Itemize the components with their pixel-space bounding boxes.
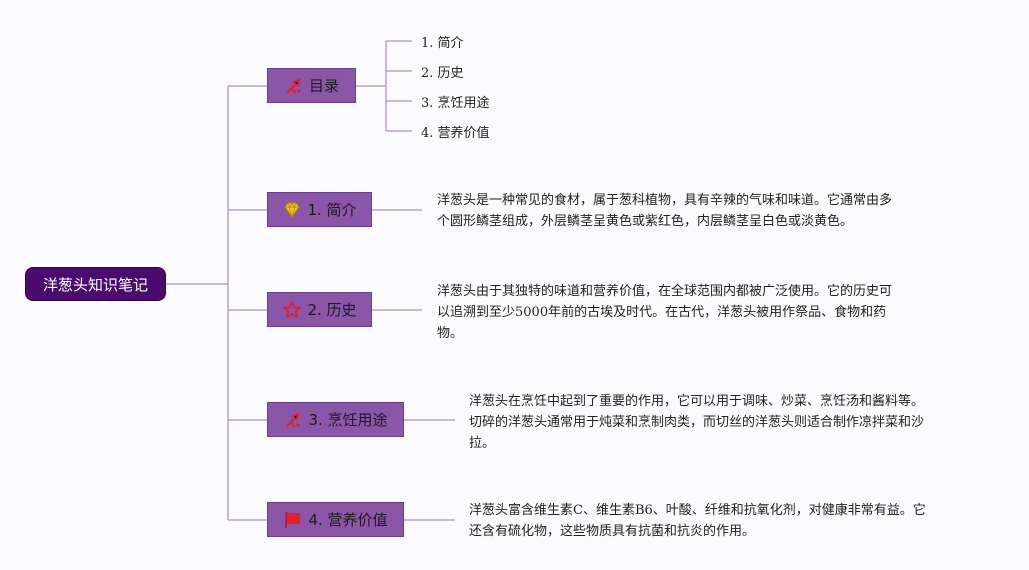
tools-icon — [284, 76, 304, 96]
root-topic[interactable]: 洋葱头知识笔记 — [25, 267, 166, 301]
topic-label: 1. 简介 — [307, 201, 357, 219]
diamond-icon — [282, 200, 302, 220]
description-line: 还含有硫化物，这些物质具有抗菌和抗炎的作用。 — [469, 524, 756, 539]
description-cooking[interactable]: 洋葱头在烹饪中起到了重要的作用，它可以用于调味、炒菜、烹饪汤和酱料等。 切碎的洋… — [469, 391, 924, 454]
topic-history[interactable]: 2. 历史 — [267, 292, 372, 327]
description-nutrition[interactable]: 洋葱头富含维生素C、维生素B6、叶酸、纤维和抗氧化剂，对健康非常有益。它 还含有… — [469, 500, 926, 542]
toc-item[interactable]: 4. 营养价值 — [421, 126, 490, 141]
toc-item[interactable]: 1. 简介 — [421, 36, 464, 51]
topic-nutrition[interactable]: 4. 营养价值 — [267, 502, 404, 537]
root-title: 洋葱头知识笔记 — [42, 275, 148, 294]
description-line: 切碎的洋葱头通常用于炖菜和烹制肉类，而切丝的洋葱头则适合制作凉拌菜和沙 — [469, 415, 925, 430]
star-icon — [282, 300, 302, 320]
toc-item[interactable]: 3. 烹饪用途 — [421, 96, 490, 111]
description-line: 以追溯到至少5000年前的古埃及时代。在古代，洋葱头被用作祭品、食物和药 — [437, 305, 887, 320]
description-intro[interactable]: 洋葱头是一种常见的食材，属于葱科植物，具有辛辣的气味和味道。它通常由多 个圆形鳞… — [437, 190, 892, 232]
topic-cooking[interactable]: 3. 烹饪用途 — [267, 402, 404, 437]
description-history[interactable]: 洋葱头由于其独特的味道和营养价值，在全球范围内都被广泛使用。它的历史可 以追溯到… — [437, 281, 892, 344]
topic-label: 2. 历史 — [307, 301, 357, 319]
description-line: 个圆形鳞茎组成，外层鳞茎呈黄色或紫红色，内层鳞茎呈白色或淡黄色。 — [437, 214, 854, 229]
description-line: 洋葱头是一种常见的食材，属于葱科植物，具有辛辣的气味和味道。它通常由多 — [437, 193, 893, 208]
description-line: 洋葱头在烹饪中起到了重要的作用，它可以用于调味、炒菜、烹饪汤和酱料等。 — [469, 394, 925, 409]
topic-label: 3. 烹饪用途 — [308, 411, 388, 429]
description-line: 洋葱头富含维生素C、维生素B6、叶酸、纤维和抗氧化剂，对健康非常有益。它 — [469, 503, 926, 518]
tools-icon — [283, 410, 303, 430]
description-line: 物。 — [437, 326, 464, 341]
description-line: 洋葱头由于其独特的味道和营养价值，在全球范围内都被广泛使用。它的历史可 — [437, 284, 893, 299]
topic-intro[interactable]: 1. 简介 — [267, 192, 372, 227]
topic-label: 4. 营养价值 — [308, 511, 388, 529]
toc-item[interactable]: 2. 历史 — [421, 66, 464, 81]
topic-label: 目录 — [308, 77, 339, 95]
description-line: 拉。 — [469, 436, 496, 451]
topic-toc[interactable]: 目录 — [267, 68, 356, 103]
flag-icon — [283, 510, 303, 530]
